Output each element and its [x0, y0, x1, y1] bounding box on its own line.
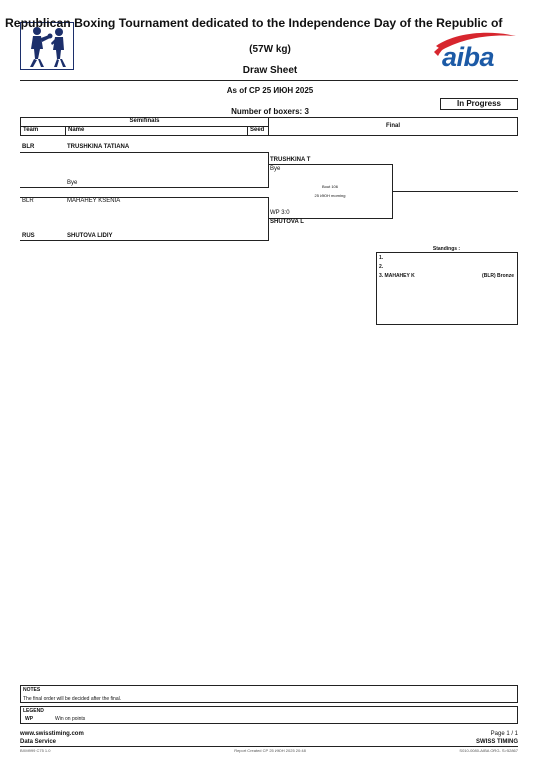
footer-page: Page 1 / 1 — [490, 731, 518, 737]
final-top-name: TRUSHKINA T — [270, 157, 311, 163]
status-badge: In Progress — [440, 98, 518, 110]
name-seed-separator — [247, 126, 248, 136]
seed-column-label: Seed — [250, 127, 265, 133]
semifinal-2-name-a: MAHAHEY KSENIA — [67, 198, 121, 204]
footer-website: www.swisstiming.com — [20, 731, 84, 737]
tournament-title: Republican Boxing Tournament dedicated t… — [5, 16, 503, 30]
semifinals-label: Semifinals — [129, 118, 160, 124]
weight-class: (57W kg) — [249, 44, 291, 55]
final-top-line — [268, 164, 393, 165]
aiba-logo: aiba — [430, 28, 520, 72]
final-top-result: Bye — [270, 166, 281, 172]
footer-rule — [20, 746, 518, 747]
final-winner-line — [392, 191, 518, 192]
final-bout-number: Bout 106 — [321, 184, 338, 189]
standings-box: 1. 2. 3. MAHAHEY K (BLR) Bronze — [376, 252, 518, 325]
left-boxing-logo — [20, 22, 74, 70]
footer-service: Data Service — [20, 739, 57, 745]
semifinal-1-top-line — [20, 152, 269, 153]
semifinal-2-top-line — [20, 197, 269, 198]
semifinal-1-team: BLR — [22, 144, 35, 150]
legend-title: LEGEND — [23, 708, 44, 714]
aiba-logo-text: aiba — [442, 42, 495, 72]
semifinal-2-bottom-line — [20, 240, 269, 241]
footer-code-left: BXM999 C75 1.0 — [20, 748, 51, 753]
semifinal-2-team-a: BLR — [22, 198, 34, 204]
final-bottom-result: WP 3:0 — [270, 210, 290, 216]
final-bout-time: 25 ИЮН morning — [314, 193, 346, 198]
name-column-label: Name — [68, 127, 85, 133]
as-of-date: As of СР 25 ИЮН 2025 — [226, 86, 314, 95]
sheet-title: Draw Sheet — [242, 65, 298, 76]
footer-code-right: S010-0080-AIBA ORG- S>52867 — [459, 748, 518, 753]
semifinals-header-divider — [21, 126, 268, 127]
header-rule — [20, 80, 518, 81]
semifinals-header: Semifinals Team Name Seed — [20, 117, 269, 136]
semifinal-1-bracket — [268, 152, 269, 187]
standings-bronze: (BLR) Bronze — [482, 273, 514, 279]
boxers-icon — [30, 27, 66, 67]
semifinal-1-bye: Bye — [67, 180, 78, 186]
legend-text: Win on points — [55, 716, 86, 722]
legend-box: LEGEND WP Win on points — [20, 706, 518, 724]
standings-title: Standings : — [432, 246, 461, 252]
standings-row-3: 3. MAHAHEY K — [379, 273, 415, 279]
notes-text: The final order will be decided after th… — [23, 696, 122, 702]
semifinal-1-bottom-line — [20, 187, 269, 188]
boxers-count: Number of boxers: 3 — [231, 107, 309, 116]
semifinal-1-name: TRUSHKINA TATIANA — [67, 144, 130, 150]
team-column-label: Team — [23, 127, 39, 133]
final-bottom-name: SHUTOVA L — [270, 219, 304, 225]
final-label: Final — [385, 123, 400, 129]
team-name-separator — [65, 126, 66, 136]
notes-box: NOTES The final order will be decided af… — [20, 685, 518, 703]
footer-brand: SWISS TIMING — [476, 739, 518, 745]
notes-title: NOTES — [23, 687, 41, 693]
standings-row-2: 2. — [379, 264, 384, 270]
final-bottom-line — [268, 218, 393, 219]
legend-code: WP — [25, 716, 34, 722]
semifinal-2-team-b: RUS — [22, 233, 35, 239]
final-header: Final — [268, 117, 518, 136]
footer-report-created: Report Created СР 25 ИЮН 2025 20:48 — [234, 748, 306, 753]
standings-row-1: 1. — [379, 255, 384, 261]
aiba-swoosh-icon — [434, 32, 516, 56]
semifinal-2-name-b: SHUTOVA LIDIY — [67, 233, 113, 239]
